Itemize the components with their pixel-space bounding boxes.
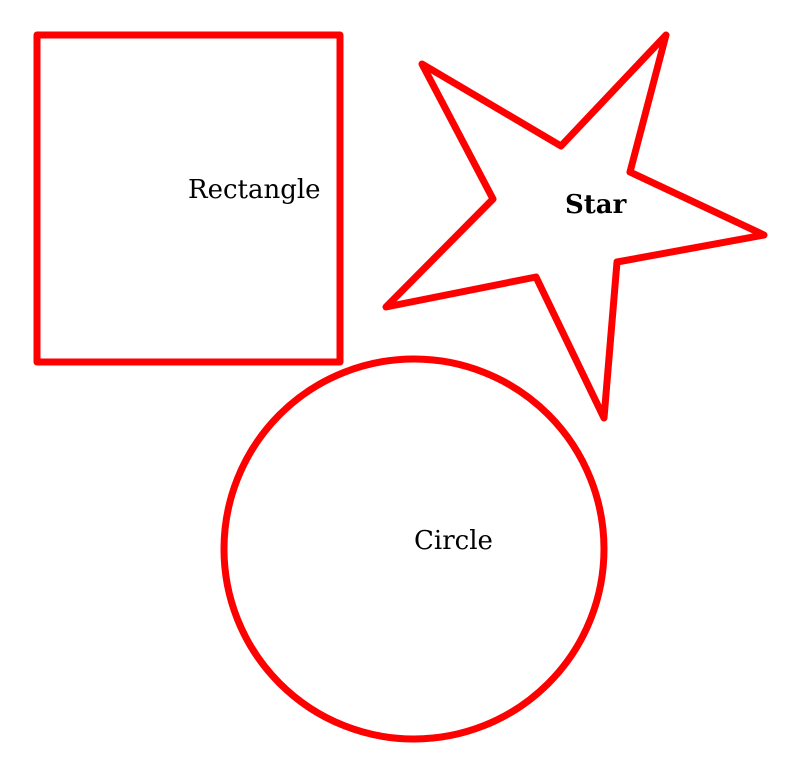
circle-shape [220,355,608,743]
star-label: Star [565,190,627,220]
star-shape [382,31,768,422]
rectangle-label: Rectangle [188,175,321,205]
circle-label: Circle [414,526,493,556]
rectangle-shape [33,31,344,366]
